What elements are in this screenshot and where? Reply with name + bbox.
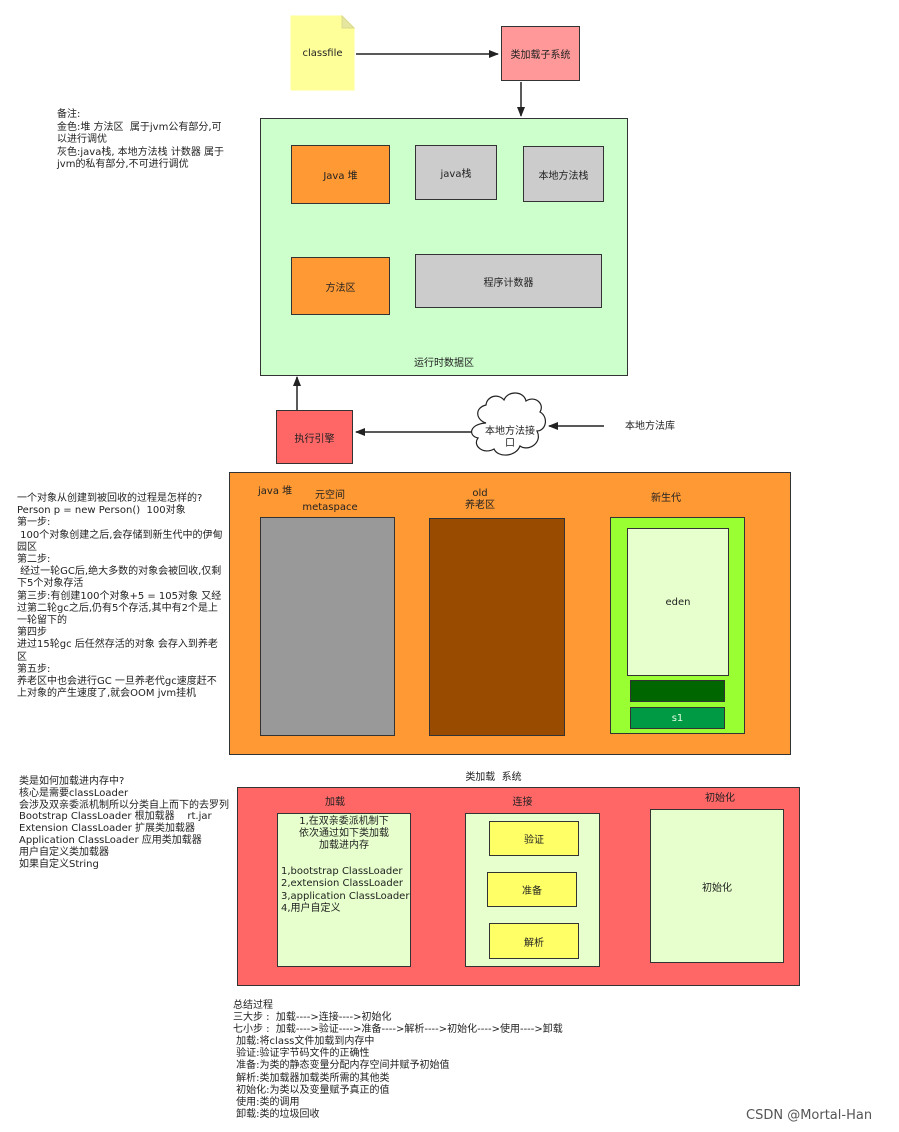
init-phase-label: 初始化 <box>705 793 735 804</box>
runtime-area-caption: 运行时数据区 <box>414 358 474 369</box>
program-counter-box: 程序计数器 <box>415 254 602 308</box>
execution-engine-box: 执行引擎 <box>276 410 353 464</box>
link-phase-label: 连接 <box>512 797 533 808</box>
watermark: CSDN @Mortal-Han <box>746 1108 873 1123</box>
classfile-note-shape <box>290 15 355 91</box>
native-library-label: 本地方法库 <box>625 421 675 432</box>
old-gen-label: old 养老区 <box>465 488 495 511</box>
metaspace-box <box>260 517 395 736</box>
gc-process-notes: 一个对象从创建到被回收的过程是怎样的? Person p = new Perso… <box>17 493 223 700</box>
resolve-box: 解析 <box>489 923 579 959</box>
survivor-s1-box: s1 <box>630 707 725 729</box>
class-loader-subsystem-box: 类加载子系统 <box>501 26 580 81</box>
summary-notes: 总结过程 三大步 : 加载---->连接---->初始化 七小步 : 加载---… <box>233 1000 563 1120</box>
class-loading-notes: 类是如何加载进内存中? 核心是需要classLoader 会涉及双亲委派机制所以… <box>19 776 229 870</box>
native-interface-cloud <box>471 392 546 456</box>
load-phase-label: 加载 <box>325 797 345 808</box>
color-legend-note: 备注: 金色:堆 方法区 属于jvm公有部分,可 以进行调优 灰色:java栈,… <box>57 109 225 170</box>
metaspace-label: 元空间 metaspace <box>302 490 358 513</box>
native-interface-label: 本地方法接 口 <box>485 426 535 449</box>
load-phase-intro: 1,在双亲委派机制下 依次通过如下类加载 加载进内存 <box>299 816 389 851</box>
young-gen-label: 新生代 <box>651 493 681 504</box>
init-phase-box: 初始化 <box>650 809 784 963</box>
prepare-box: 准备 <box>487 872 577 907</box>
classfile-label: classfile <box>302 48 343 59</box>
loader-system-title: 类加载 系统 <box>465 772 522 783</box>
eden-box: eden <box>627 528 729 676</box>
load-phase-box <box>277 813 411 967</box>
heap-box: Java 堆 <box>291 145 390 204</box>
old-gen-box <box>429 518 565 736</box>
heap-section-title: java 堆 <box>258 486 293 497</box>
java-stack-box: java栈 <box>415 145 497 200</box>
survivor-s0-box: s0 <box>630 680 725 702</box>
load-phase-loaders: 1,bootstrap ClassLoader 2,extension Clas… <box>281 866 410 915</box>
verify-box: 验证 <box>489 821 579 856</box>
native-method-stack-box: 本地方法栈 <box>523 146 604 202</box>
method-area-box: 方法区 <box>291 257 390 315</box>
